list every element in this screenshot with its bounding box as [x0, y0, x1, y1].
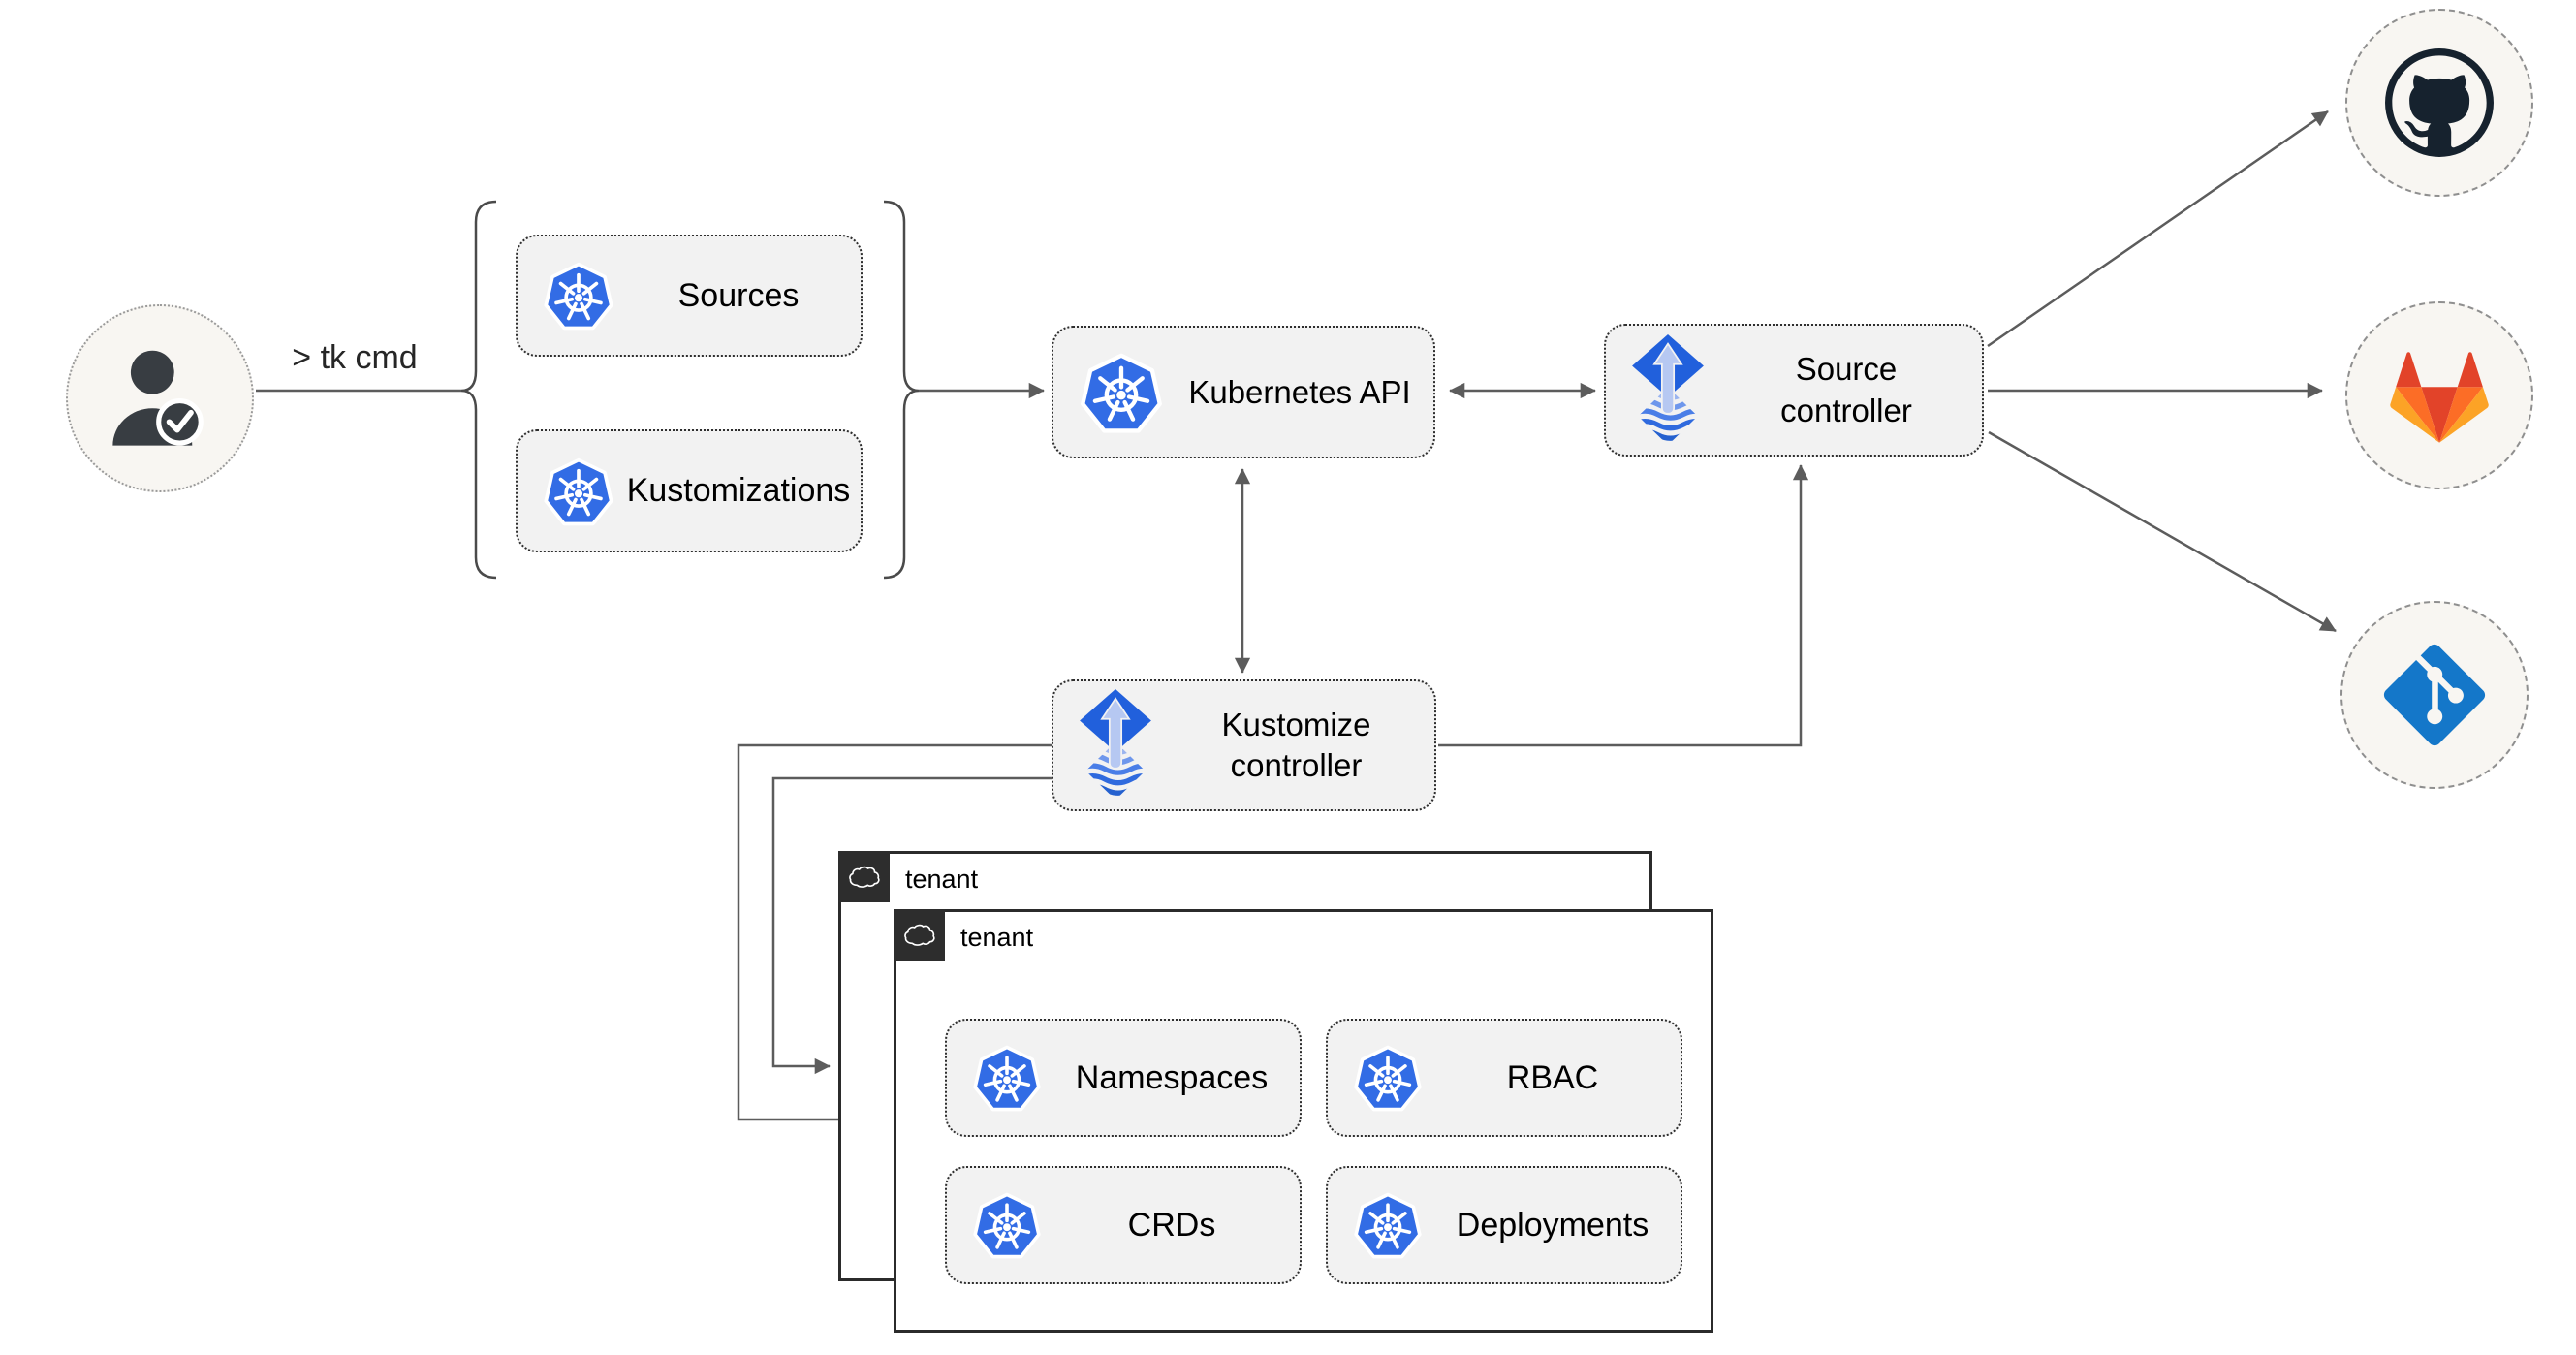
deployments-node: Deployments	[1326, 1166, 1682, 1284]
kubernetes-icon	[1351, 1041, 1425, 1115]
git-node	[2340, 601, 2529, 789]
tenant-label: tenant	[905, 865, 979, 894]
kubernetes-icon	[970, 1041, 1044, 1115]
gitlab-icon	[2390, 348, 2489, 443]
left-curly-brace	[460, 200, 497, 580]
kustomize-controller-label-text: Kustomize controller	[1221, 706, 1371, 783]
kustomize-controller-label: Kustomize controller	[1158, 705, 1434, 786]
tenant-header	[838, 851, 890, 902]
source-controller-label: Source controller	[1711, 349, 1982, 430]
sources-node: Sources	[516, 235, 863, 357]
edge-source-to-git	[1988, 430, 2337, 633]
tenant-label: tenant	[960, 923, 1034, 952]
cloud-icon	[903, 923, 936, 947]
github-icon	[2382, 46, 2497, 160]
flux-icon	[1625, 334, 1711, 447]
edge-kustomize-to-tenant-back	[771, 776, 1052, 1075]
kustomizations-label: Kustomizations	[626, 472, 851, 510]
flux-icon	[1073, 689, 1158, 802]
namespaces-label: Namespaces	[1075, 1058, 1269, 1096]
tenant-box-front: tenant Namespaces RBAC CRDs Deplo	[894, 909, 1713, 1333]
tenant-resource-grid: Namespaces RBAC CRDs Deployments	[945, 1019, 1682, 1284]
crds-node: CRDs	[945, 1166, 1302, 1284]
source-controller-node: Source controller	[1604, 324, 1984, 457]
crds-label: CRDs	[1127, 1206, 1216, 1244]
tenant-header	[894, 909, 945, 961]
kubernetes-icon	[541, 454, 616, 529]
kubernetes-icon	[541, 258, 616, 333]
cloud-icon	[848, 865, 881, 889]
kustomize-controller-node: Kustomize controller	[1052, 679, 1436, 811]
kubernetes-icon	[1351, 1188, 1425, 1262]
edge-kustomize-to-tenant-front	[737, 743, 1052, 1128]
kubernetes-api-node: Kubernetes API	[1052, 326, 1435, 458]
deployments-label: Deployments	[1456, 1206, 1649, 1244]
sources-label: Sources	[677, 276, 800, 314]
source-controller-label-text: Source controller	[1780, 351, 1912, 428]
git-icon	[2381, 642, 2488, 748]
kustomizations-node: Kustomizations	[516, 429, 863, 552]
user-node	[66, 304, 254, 492]
rbac-label: RBAC	[1506, 1058, 1599, 1096]
kubernetes-icon	[1077, 348, 1166, 437]
kubernetes-icon	[970, 1188, 1044, 1262]
right-curly-brace	[883, 200, 920, 580]
user-check-icon	[98, 336, 222, 460]
cli-command-label: > tk cmd	[292, 339, 418, 376]
namespaces-node: Namespaces	[945, 1019, 1302, 1137]
rbac-node: RBAC	[1326, 1019, 1682, 1137]
github-node	[2345, 9, 2533, 197]
edge-source-to-github	[1987, 110, 2329, 348]
kubernetes-api-label: Kubernetes API	[1188, 373, 1411, 410]
gitlab-node	[2345, 301, 2533, 489]
edge-kustomize-to-source	[1438, 464, 1809, 747]
